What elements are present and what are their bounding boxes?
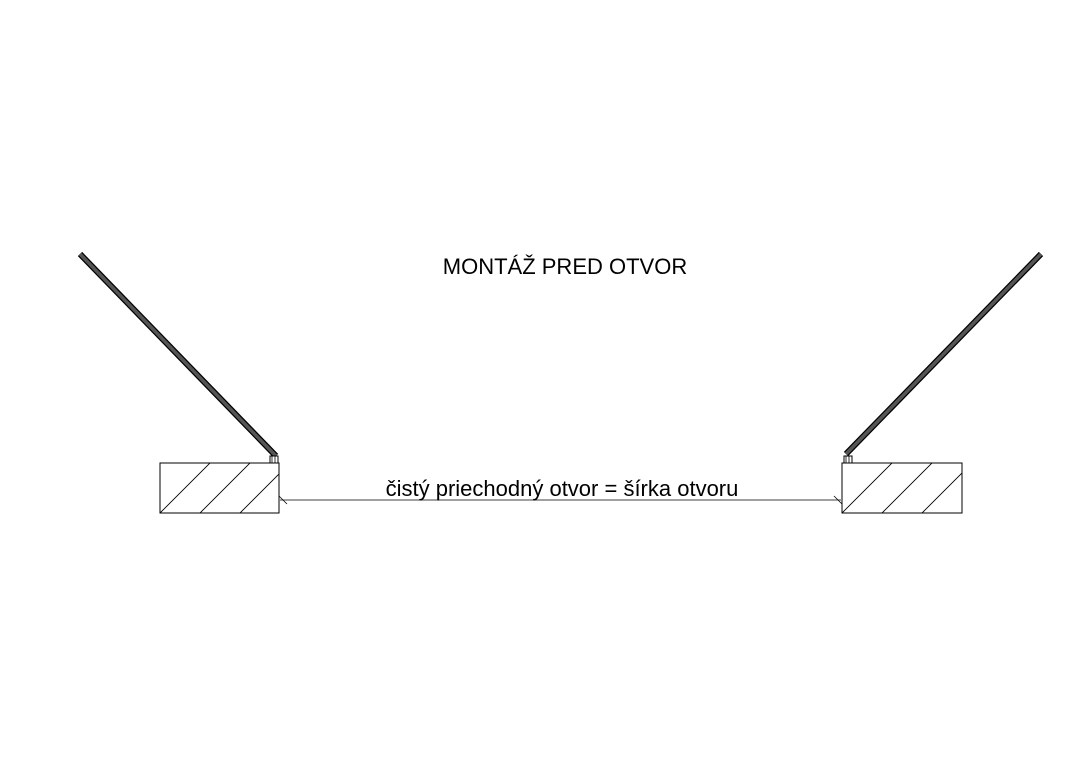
- dimension-label: čistý priechodný otvor = šírka otvoru: [386, 476, 739, 501]
- right-door-panel: [843, 251, 1044, 457]
- right-wall-section: [841, 462, 963, 514]
- left-wall-section: [159, 462, 280, 514]
- drawing-title: MONTÁŽ PRED OTVOR: [443, 254, 687, 279]
- clear-opening-dimension: [278, 495, 843, 505]
- right-hinge-icon: [843, 455, 853, 464]
- left-hinge-icon: [269, 455, 279, 464]
- left-door-panel: [77, 251, 279, 459]
